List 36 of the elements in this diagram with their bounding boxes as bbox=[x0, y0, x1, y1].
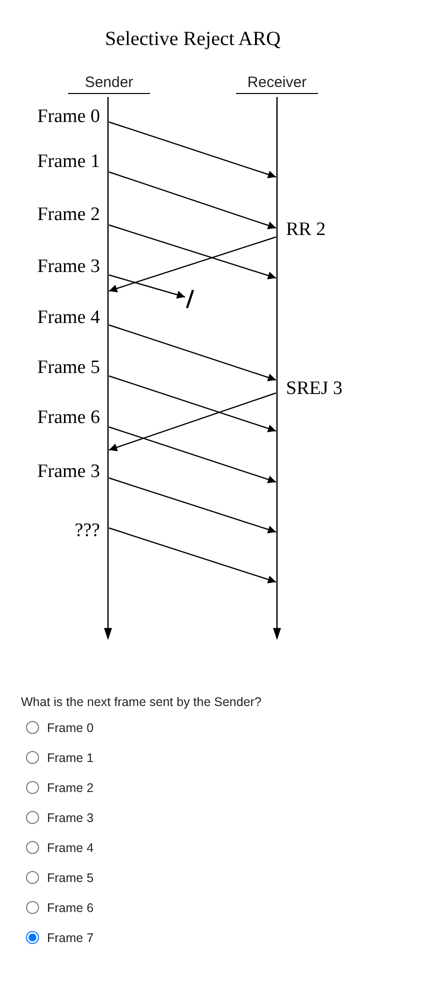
arrow bbox=[108, 477, 276, 534]
lifeline bbox=[272, 97, 282, 640]
option-label: Frame 5 bbox=[47, 870, 94, 886]
arrow bbox=[108, 121, 276, 178]
edge-label: Frame 6 bbox=[37, 407, 100, 429]
option-label: Frame 1 bbox=[47, 750, 94, 766]
edge-label: Frame 5 bbox=[37, 357, 100, 379]
edge-label: ??? bbox=[74, 520, 100, 542]
edge-label: Frame 3 bbox=[37, 256, 100, 278]
column-heading: Sender bbox=[68, 74, 150, 94]
edge-label: Frame 3 bbox=[37, 461, 100, 483]
lifeline bbox=[103, 97, 113, 640]
option-label: Frame 6 bbox=[47, 900, 94, 916]
option-label: Frame 0 bbox=[47, 720, 94, 736]
arrow bbox=[108, 236, 276, 292]
arrow bbox=[108, 392, 276, 452]
arrow bbox=[108, 274, 186, 299]
option-label: Frame 4 bbox=[47, 840, 94, 856]
diagram-title: Selective Reject ARQ bbox=[105, 28, 281, 51]
arrow bbox=[108, 426, 276, 484]
edge-label: Frame 0 bbox=[37, 106, 100, 128]
column-heading: Receiver bbox=[236, 74, 318, 94]
arrow bbox=[108, 324, 276, 382]
arrow bbox=[108, 171, 276, 230]
option-label: Frame 3 bbox=[47, 810, 94, 826]
arrow bbox=[108, 224, 276, 280]
question-text: What is the next frame sent by the Sender? bbox=[21, 695, 262, 709]
arrow bbox=[108, 375, 276, 432]
option-label: Frame 2 bbox=[47, 780, 94, 796]
edge-label: RR 2 bbox=[286, 219, 326, 241]
edge-label: SREJ 3 bbox=[286, 378, 342, 400]
option-label: Frame 7 bbox=[47, 930, 94, 946]
arrow bbox=[108, 527, 276, 584]
edge-label: Frame 1 bbox=[37, 151, 100, 173]
edge-label: Frame 2 bbox=[37, 204, 100, 226]
edge-label: Frame 4 bbox=[37, 307, 100, 329]
